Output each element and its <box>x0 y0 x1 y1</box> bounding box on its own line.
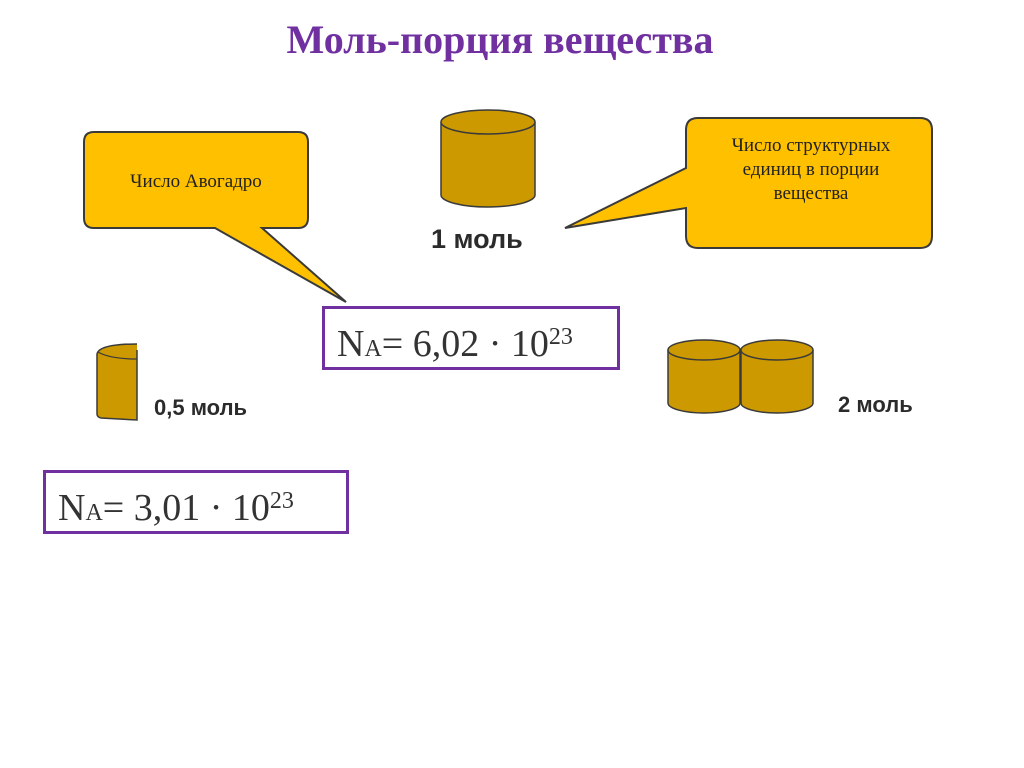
formula-half-subscript: A <box>85 500 103 526</box>
callout-avogadro-text: Число Авогадро <box>130 171 262 192</box>
callout-units-bubble <box>564 117 933 249</box>
formula-half-exponent: 23 <box>269 488 294 514</box>
cylinder-2-mol-left <box>667 339 741 414</box>
page-title: Моль-порция вещества <box>286 17 714 62</box>
label-one-mol: 1 моль <box>431 224 523 254</box>
formula-exponent: 23 <box>548 324 573 350</box>
formula-value: = 6,02 · 10 <box>381 323 549 365</box>
label-half-mol: 0,5 моль <box>154 395 248 420</box>
label-two-mol: 2 моль <box>838 392 913 417</box>
callout-units-text: Число структурных единиц в порции вещест… <box>731 135 891 204</box>
formula-half-symbol: N <box>58 487 86 529</box>
formula-subscript: A <box>364 336 382 362</box>
callout-avogadro-bubble <box>83 131 347 303</box>
formula-symbol: N <box>337 323 365 365</box>
cylinder-half-mol <box>96 343 138 421</box>
formula-avogadro-box: NA= 6,02 · 1023 <box>322 306 620 370</box>
cylinder-2-mol-right <box>740 339 814 414</box>
formula-half-box: NA= 3,01 · 1023 <box>43 470 349 534</box>
formula-half-value: = 3,01 · 10 <box>102 487 270 529</box>
cylinder-1-mol <box>440 109 536 208</box>
